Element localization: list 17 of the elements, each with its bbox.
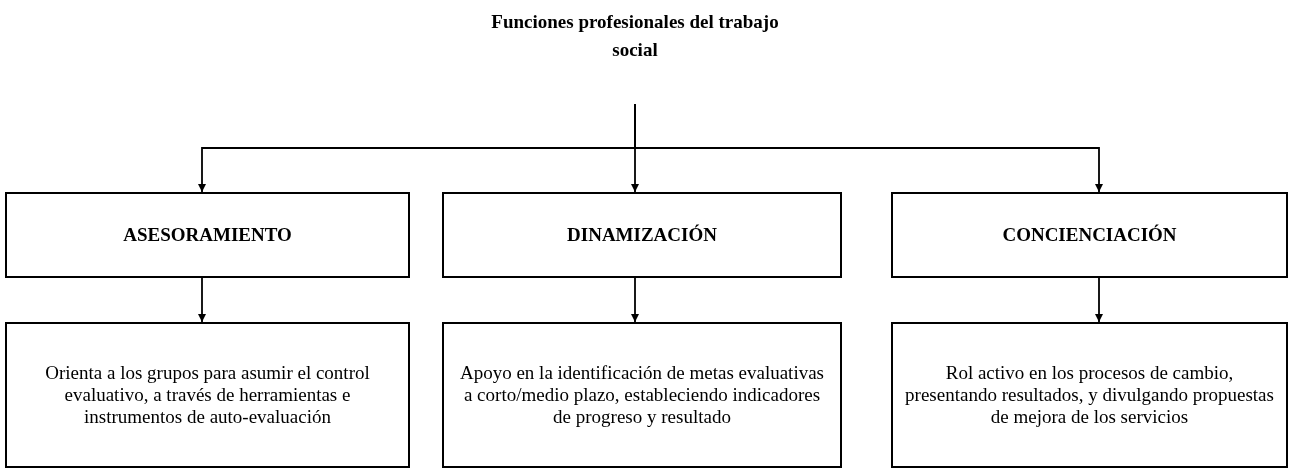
arrow bbox=[631, 277, 639, 323]
function-heading: DINAMIZACIÓN bbox=[567, 224, 717, 246]
description-text: Rol activo en los procesos de cambio, presentando resultados, y divulgando propuestas de mejora de los servicios bbox=[904, 362, 1275, 428]
description-box bbox=[5, 322, 410, 468]
arrow bbox=[198, 277, 206, 323]
arrow bbox=[1095, 277, 1103, 323]
heading-box bbox=[891, 192, 1288, 278]
description-box bbox=[891, 322, 1288, 468]
title-text: Funciones profesionales del trabajo social bbox=[490, 10, 780, 62]
arrow bbox=[634, 103, 1103, 193]
description-text: Orienta a los grupos para asumir el control evaluativo, a través de herramientas e instrumentos de auto-evaluación bbox=[44, 362, 371, 428]
function-heading: CONCIENCIACIÓN bbox=[1002, 224, 1177, 246]
heading-box bbox=[5, 192, 410, 278]
description-box bbox=[442, 322, 842, 468]
heading-box bbox=[442, 192, 842, 278]
function-heading: ASESORAMIENTO bbox=[123, 224, 292, 246]
description-text: Apoyo en la identificación de metas evaluativas a corto/medio plazo, estableciendo indicadores de progreso y resultado bbox=[458, 362, 825, 428]
